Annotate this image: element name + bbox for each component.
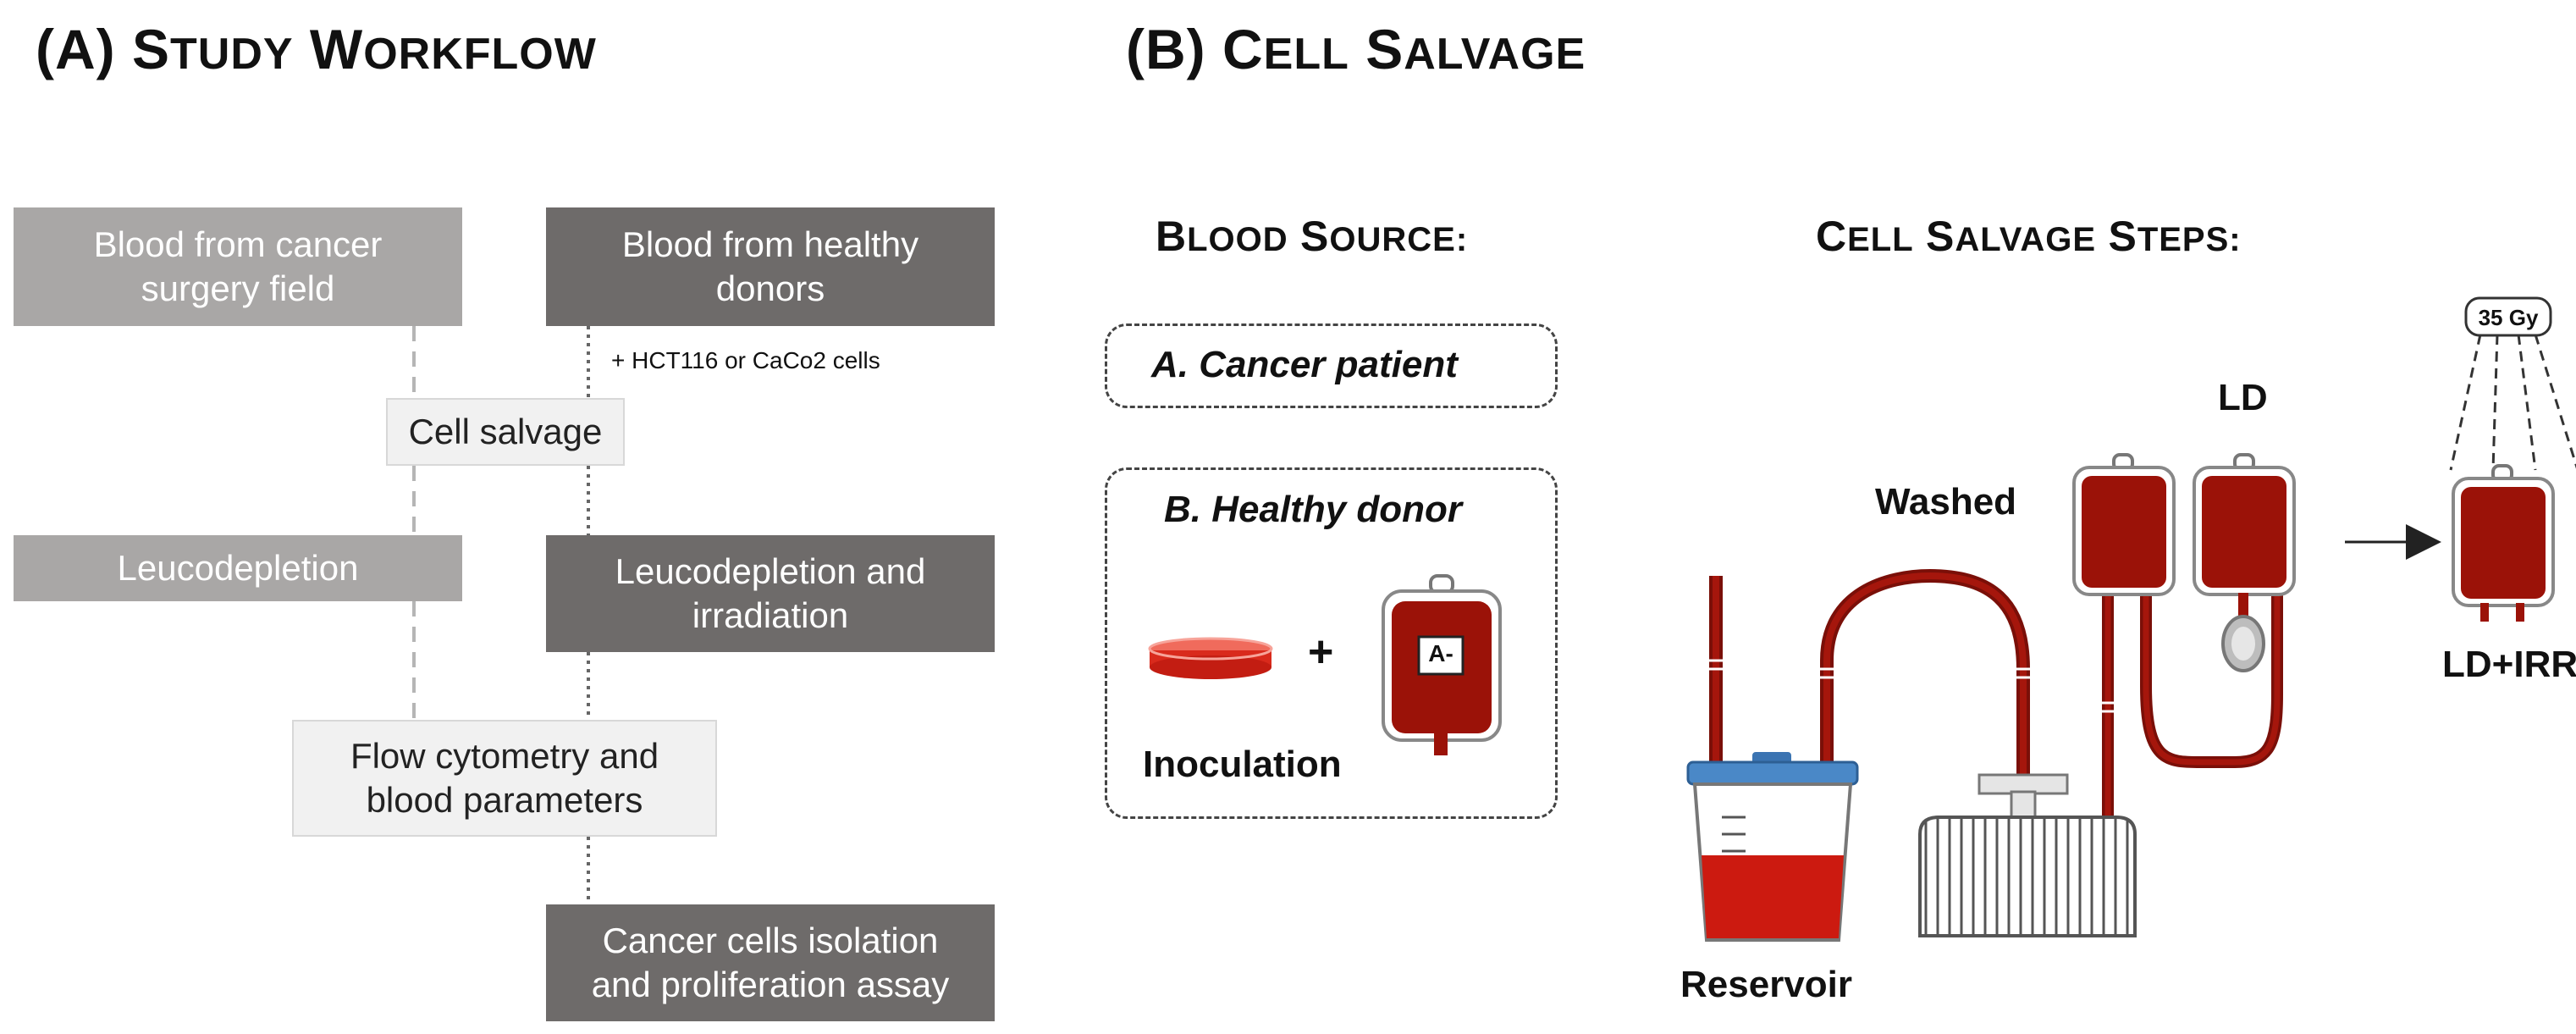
bag-label: A-: [1428, 640, 1453, 666]
centrifuge-icon: [1918, 773, 2137, 937]
donor-blood-bag-icon: [1382, 574, 1502, 755]
blood-source-heading: BLOOD SOURCE:: [1156, 213, 1469, 260]
reservoir-label: Reservoir: [1680, 964, 1853, 1005]
ld-irr-label: LD+IRR: [2442, 644, 2576, 685]
dose-label: 35 Gy: [2478, 305, 2539, 330]
ld-irr-blood-bag-icon: [2452, 464, 2555, 622]
panel-a-title: (A) STUDY WORKFLOW: [36, 18, 597, 80]
plus-sign: +: [1308, 628, 1334, 677]
note-added-cells: + HCT116 or CaCo2 cells: [611, 347, 880, 373]
source-b-label: B. Healthy donor: [1164, 489, 1463, 530]
reservoir-icon: [1686, 752, 1859, 942]
panel-b-title: (B) CELL SALVAGE: [1126, 18, 1586, 80]
inoculation-label: Inoculation: [1143, 744, 1342, 785]
box-leucodepletion: Leucodepletion: [14, 535, 462, 601]
cell-salvage-steps-heading: CELL SALVAGE STEPS:: [1816, 213, 2242, 260]
box-cell-salvage: Cell salvage: [386, 398, 625, 466]
irradiation-rays: [2449, 334, 2576, 471]
source-a-box: [1105, 323, 1558, 408]
ld-label: LD: [2218, 377, 2268, 418]
tubing: [1705, 568, 2283, 817]
washed-blood-bag-icon: [2072, 453, 2176, 596]
petri-dish-icon: [1148, 637, 1273, 679]
source-a-label: A. Cancer patient: [1151, 344, 1458, 385]
dose-badge: [2464, 296, 2552, 337]
washed-label: Washed: [1875, 481, 2017, 523]
ld-blood-bag-icon: [2193, 453, 2296, 672]
source-b-box: [1105, 467, 1558, 819]
